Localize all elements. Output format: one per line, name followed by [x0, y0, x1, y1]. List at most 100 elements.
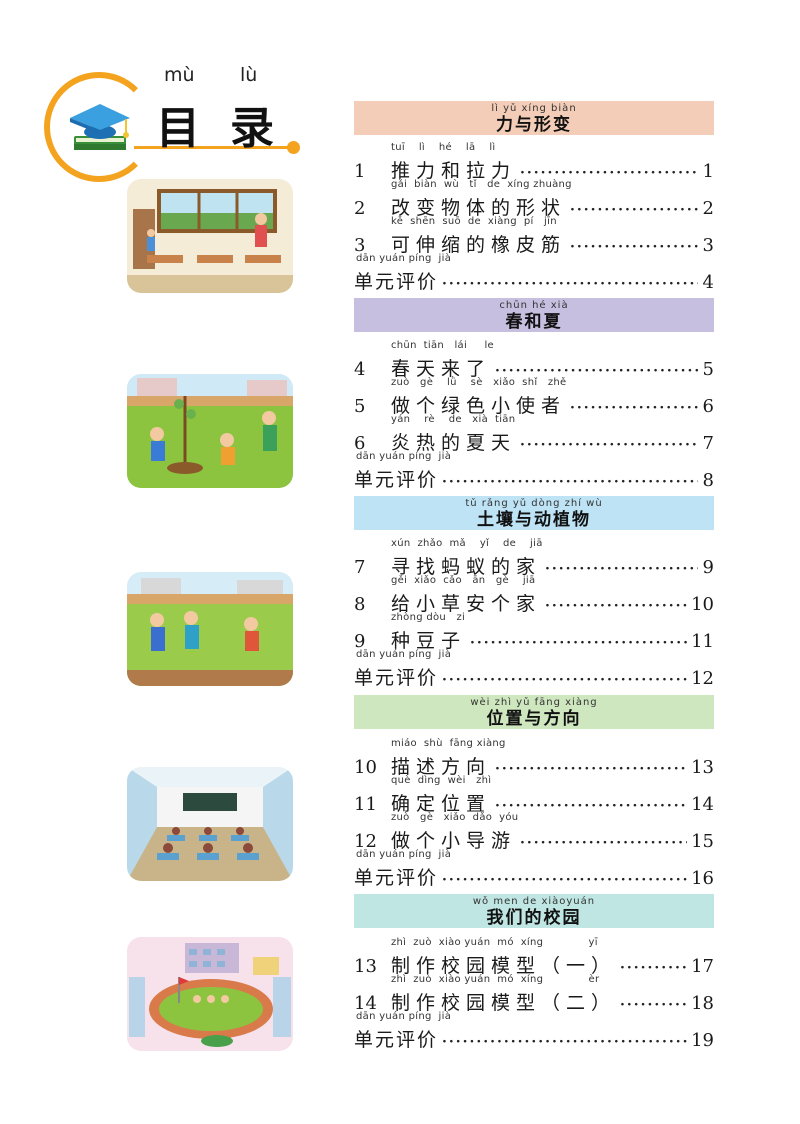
unit-title-pinyin: lì yǔ xíng biàn — [491, 103, 577, 114]
entry-leader-dots: ········································… — [442, 474, 698, 490]
entry-number: 14 — [354, 993, 377, 1014]
entry-page-number: 14 — [691, 794, 714, 815]
entry-page-number: 2 — [702, 198, 714, 219]
entry-pinyin: zuò gè xiǎo dǎo yóu — [391, 812, 519, 823]
entry-leader-dots: ········································… — [442, 872, 687, 888]
entry-pinyin: zhì zuò xiào yuán mó xíng yī — [391, 937, 598, 948]
entry-pinyin: yán rè de xià tiān — [391, 414, 516, 425]
entry-title: 单元评价 — [354, 1029, 439, 1051]
title-line-dot — [287, 141, 300, 154]
unit-title: 位置与方向 — [486, 709, 582, 729]
entry-pinyin: xún zhǎo mǎ yǐ de jiā — [391, 538, 543, 549]
entry-pinyin: miáo shù fāng xiàng — [391, 738, 506, 749]
entry-title: 制作校园模型（一） — [391, 955, 617, 977]
entry-number: 3 — [354, 235, 366, 256]
entry-title: 单元评价 — [354, 867, 439, 889]
entry-title: 描述方向 — [391, 756, 492, 778]
entry-page-number: 12 — [691, 668, 714, 689]
entry-leader-dots: ········································… — [442, 672, 687, 688]
entry-leader-dots: ········································… — [620, 960, 688, 976]
unit-header-3: tǔ rǎng yǔ dòng zhí wù 土壤与动植物 — [354, 496, 714, 530]
planting-tree-illustration — [127, 374, 293, 488]
entry-number: 4 — [354, 359, 366, 380]
entry-title: 单元评价 — [354, 667, 439, 689]
graduation-cap-book-icon — [70, 104, 130, 150]
title-pinyin-mu: mù — [164, 64, 195, 86]
toc-entry-lesson-3[interactable]: kě shēn suō de xiàng pí jīn 3 可伸缩的橡皮筋····… — [354, 216, 714, 256]
entry-title: 给小草安个家 — [391, 593, 542, 615]
kids-in-field-illustration — [127, 572, 293, 686]
entry-page-number: 13 — [691, 757, 714, 778]
entry-title: 种豆子 — [391, 630, 467, 652]
entry-pinyin: zhì zuò xiào yuán mó xíng èr — [391, 974, 600, 985]
entry-page-number: 9 — [702, 557, 714, 578]
unit-title-pinyin: chūn hé xià — [499, 300, 569, 311]
unit-title-pinyin: wǒ men de xiàoyuán — [472, 896, 596, 907]
toc-entry-unit-4-review[interactable]: dān yuán píng jià 单元评价··················… — [354, 849, 714, 889]
classroom-desks-illustration — [127, 767, 293, 881]
unit-title: 春和夏 — [505, 312, 563, 332]
entry-pinyin: què dìng wèi zhì — [391, 775, 492, 786]
entry-title: 推力和拉力 — [391, 160, 517, 182]
entry-title: 做个小导游 — [391, 830, 517, 852]
entry-leader-dots: ········································… — [495, 761, 688, 777]
entry-pinyin: zuò gè lǜ sè xiǎo shǐ zhě — [391, 377, 567, 388]
toc-title: mù lù 目 录 — [44, 58, 314, 188]
entry-title: 单元评价 — [354, 271, 439, 293]
entry-page-number: 5 — [702, 359, 714, 380]
entry-leader-dots: ········································… — [520, 835, 687, 851]
toc-entry-unit-5-review[interactable]: dān yuán píng jià 单元评价··················… — [354, 1011, 714, 1051]
entry-title: 春天来了 — [391, 358, 492, 380]
entry-pinyin: zhòng dòu zi — [391, 612, 466, 623]
entry-leader-dots: ········································… — [520, 437, 698, 453]
entry-page-number: 8 — [702, 470, 714, 491]
entry-number: 6 — [354, 433, 366, 454]
entry-leader-dots: ········································… — [620, 997, 688, 1013]
entry-title: 确定位置 — [391, 793, 492, 815]
entry-page-number: 18 — [691, 993, 714, 1014]
entry-title: 可伸缩的橡皮筋 — [391, 234, 567, 256]
unit-header-4: wèi zhì yǔ fāng xiàng 位置与方向 — [354, 695, 714, 729]
unit-header-1: lì yǔ xíng biàn 力与形变 — [354, 101, 714, 135]
entry-pinyin: dān yuán píng jià — [356, 649, 452, 660]
entry-page-number: 15 — [691, 831, 714, 852]
entry-page-number: 1 — [702, 161, 714, 182]
entry-pinyin: gěi xiǎo cǎo ān gè jiā — [391, 575, 536, 586]
entry-leader-dots: ········································… — [442, 1034, 687, 1050]
entry-pinyin: kě shēn suō de xiàng pí jīn — [391, 216, 557, 227]
entry-leader-dots: ········································… — [570, 239, 698, 255]
entry-pinyin: chūn tiān lái le — [391, 340, 494, 351]
entry-title: 做个绿色小使者 — [391, 395, 567, 417]
entry-number: 8 — [354, 594, 366, 615]
entry-leader-dots: ········································… — [545, 561, 698, 577]
unit-title: 我们的校园 — [486, 908, 582, 928]
toc-entry-unit-2-review[interactable]: dān yuán píng jià 单元评价··················… — [354, 451, 714, 491]
entry-number: 7 — [354, 557, 366, 578]
entry-page-number: 3 — [702, 235, 714, 256]
entry-page-number: 11 — [691, 631, 714, 652]
entry-pinyin: dān yuán píng jià — [356, 253, 452, 264]
toc-entry-unit-3-review[interactable]: dān yuán píng jià 单元评价··················… — [354, 649, 714, 689]
entry-leader-dots: ········································… — [570, 202, 698, 218]
entry-page-number: 4 — [702, 272, 714, 293]
entry-number: 9 — [354, 631, 366, 652]
toc-entry-lesson-10[interactable]: miáo shù fāng xiàng 10 描述方向··············… — [354, 738, 714, 778]
title-char-lu: 录 — [230, 103, 274, 154]
toc-entry-unit-1-review[interactable]: dān yuán píng jià 单元评价··················… — [354, 253, 714, 293]
entry-leader-dots: ········································… — [495, 798, 688, 814]
entry-leader-dots: ········································… — [570, 400, 698, 416]
entry-page-number: 19 — [691, 1030, 714, 1051]
entry-number: 10 — [354, 757, 377, 778]
